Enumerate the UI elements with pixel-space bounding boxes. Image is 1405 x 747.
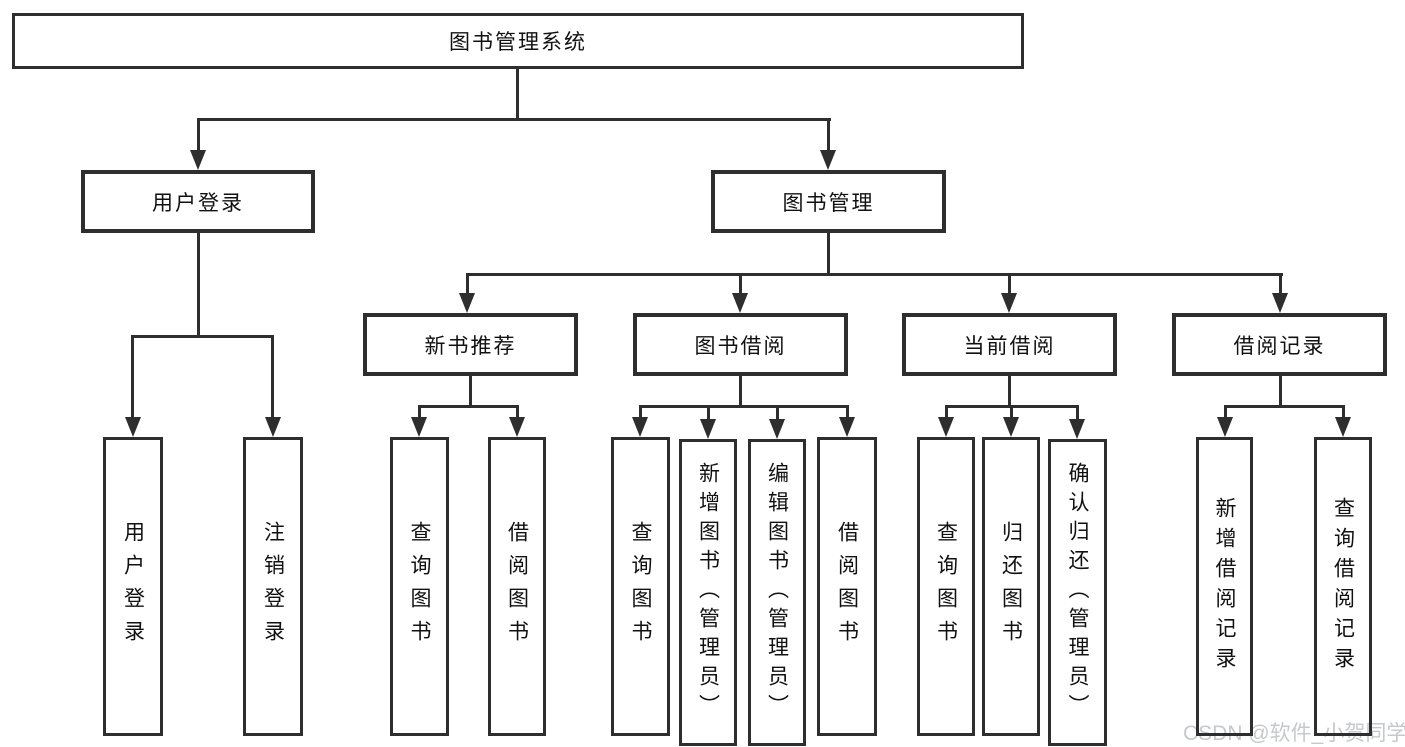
leaf-query-books-current: 查询图书 [917, 437, 975, 736]
leaf-label: 归还图书 [999, 520, 1023, 653]
arrow-head [411, 417, 427, 437]
connector-line [197, 118, 831, 121]
connector-line [945, 405, 948, 419]
connector-line [1224, 405, 1227, 419]
leaf-label: 编辑图书（管理员） [765, 462, 789, 723]
connector-line [466, 273, 469, 295]
connector-line [1008, 273, 1011, 295]
connector-line [827, 231, 830, 275]
arrow-head [190, 150, 206, 170]
leaf-label: 借阅图书 [505, 520, 529, 653]
node-book-management: 图书管理 [711, 170, 946, 233]
leaf-user-login: 用户登录 [103, 437, 163, 736]
node-label: 用户登录 [152, 191, 244, 215]
leaf-edit-books-admin: 编辑图书（管理员） [748, 439, 806, 746]
arrow-head [125, 417, 141, 437]
leaf-borrow-books: 借阅图书 [817, 437, 877, 736]
node-book-borrow: 图书借阅 [633, 313, 848, 376]
connector-line [516, 67, 519, 121]
arrow-head [1001, 293, 1017, 313]
leaf-logout: 注销登录 [243, 437, 303, 736]
connector-line [469, 374, 472, 407]
leaf-label: 确认归还（管理员） [1066, 462, 1089, 723]
leaf-return-books: 归还图书 [982, 437, 1040, 736]
leaf-query-borrow-record: 查询借阅记录 [1314, 437, 1372, 736]
node-borrow-records: 借阅记录 [1172, 313, 1387, 376]
arrow-head [265, 417, 281, 437]
leaf-label: 新增图书（管理员） [696, 462, 720, 723]
leaf-borrow-books-recommend: 借阅图书 [488, 437, 546, 736]
connector-line [1008, 374, 1011, 407]
connector-line [1076, 405, 1079, 421]
arrow-head [1003, 417, 1019, 437]
connector-line [418, 405, 519, 408]
connector-line [1279, 374, 1282, 407]
arrow-head [820, 150, 836, 170]
node-label: 新书推荐 [424, 334, 517, 358]
node-library-management-system: 图书管理系统 [12, 13, 1024, 69]
node-current-borrow: 当前借阅 [902, 313, 1117, 376]
connector-line [639, 405, 849, 408]
leaf-label: 查询借阅记录 [1331, 496, 1355, 677]
node-user-login: 用户登录 [81, 170, 315, 233]
arrow-head [839, 417, 855, 437]
connector-line [846, 405, 849, 419]
connector-line [466, 273, 1283, 276]
connector-line [707, 405, 710, 421]
connector-line [197, 231, 200, 337]
connector-line [516, 405, 519, 419]
connector-line [131, 335, 134, 419]
connector-line [197, 118, 200, 152]
arrow-head [509, 417, 525, 437]
leaf-label: 查询图书 [629, 520, 652, 653]
connector-line [418, 405, 421, 419]
leaf-label: 注销登录 [261, 520, 285, 653]
leaf-label: 借阅图书 [835, 520, 859, 653]
leaf-label: 用户登录 [121, 520, 145, 653]
leaf-add-borrow-record: 新增借阅记录 [1196, 437, 1253, 736]
node-label: 当前借阅 [963, 334, 1056, 358]
connector-line [1342, 405, 1345, 419]
watermark: CSDN @软件_小贺同学 [1183, 722, 1405, 745]
arrow-head [1217, 417, 1233, 437]
arrow-head [1069, 419, 1085, 439]
leaf-label: 查询图书 [408, 520, 431, 653]
connector-line [271, 335, 274, 419]
connector-line [1010, 405, 1013, 419]
node-label: 图书借阅 [694, 334, 787, 358]
connector-line [739, 374, 742, 407]
node-new-book-recommend: 新书推荐 [363, 313, 578, 376]
connector-line [1224, 405, 1344, 408]
arrow-head [1335, 417, 1351, 437]
connector-line [776, 405, 779, 421]
node-label: 借阅记录 [1233, 334, 1326, 358]
leaf-label: 查询图书 [934, 520, 958, 653]
connector-line [131, 335, 274, 338]
arrow-head [632, 417, 648, 437]
connector-line [827, 118, 830, 152]
leaf-label: 新增借阅记录 [1213, 496, 1236, 677]
leaf-add-books-admin: 新增图书（管理员） [679, 439, 737, 746]
arrow-head [769, 419, 785, 439]
arrow-head [700, 419, 716, 439]
arrow-head [732, 293, 748, 313]
leaf-confirm-return-admin: 确认归还（管理员） [1048, 439, 1107, 746]
leaf-query-books-recommend: 查询图书 [390, 437, 449, 736]
leaf-query-books-borrow: 查询图书 [611, 437, 670, 736]
connector-line [739, 273, 742, 295]
arrow-head [938, 417, 954, 437]
node-label: 图书管理系统 [449, 31, 587, 54]
arrow-head [459, 293, 475, 313]
connector-line [639, 405, 642, 419]
connector-line [1279, 273, 1282, 295]
node-label: 图书管理 [782, 191, 875, 215]
arrow-head [1272, 293, 1288, 313]
